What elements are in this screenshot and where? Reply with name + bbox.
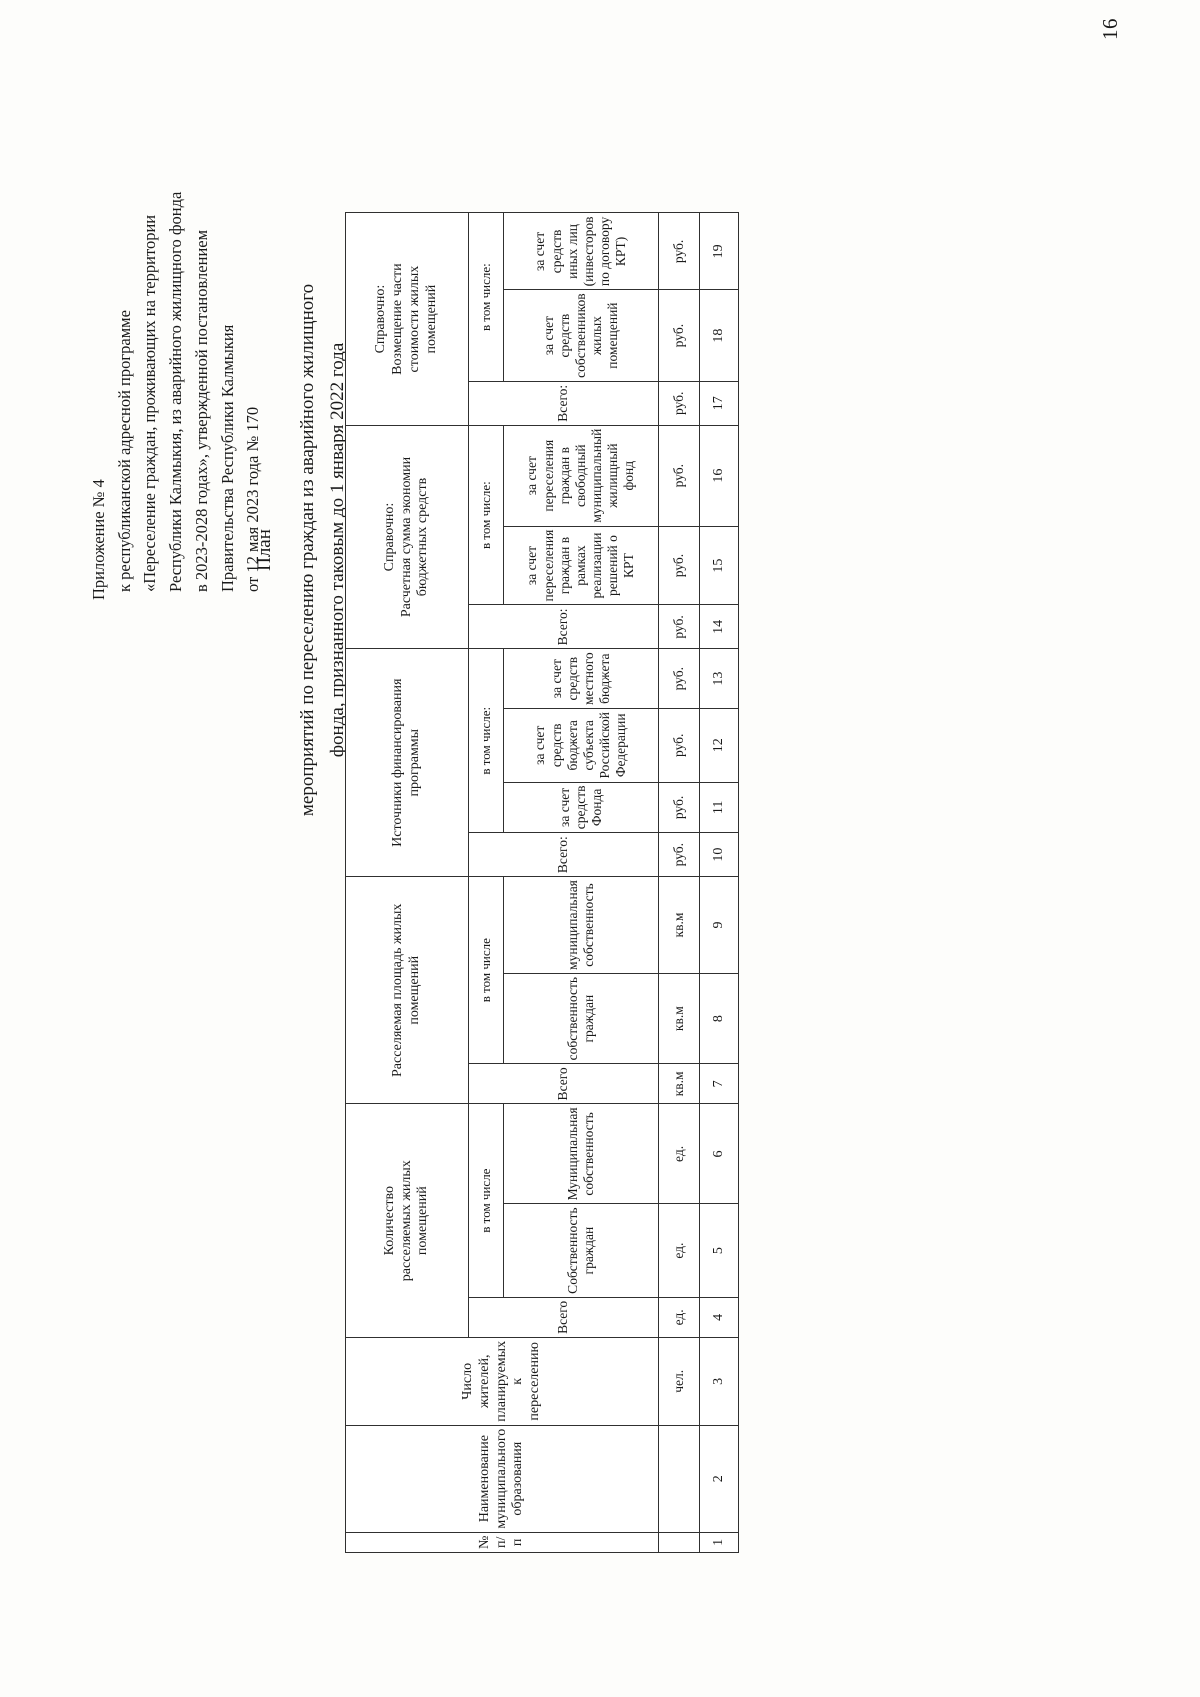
colnum-14: 14 — [699, 604, 739, 649]
col-header-count-total: Всего — [468, 1297, 659, 1338]
col-header-financing-fund: за счет средств Фонда — [503, 782, 659, 833]
subgroup-label-count-in-total: в том числе — [468, 1103, 504, 1298]
document-title-block: План мероприятий по переселению граждан … — [250, 100, 352, 1000]
col-header-savings-total: Всего: — [468, 604, 659, 649]
document-header-block: Приложение № 4 к республиканской адресно… — [86, 80, 266, 600]
col-header-financing-local: за счет средств местного бюджета — [503, 648, 659, 709]
unit-col-11: руб. — [658, 782, 700, 833]
header-line-3: «Переселение граждан, проживающих на тер… — [140, 214, 160, 592]
col-header-compensation-investors: за счет средств иных лиц(инвесторов по д… — [503, 212, 659, 290]
header-line-5: в 2023-2028 годах», утвержденной постано… — [191, 229, 211, 592]
unit-col-10: руб. — [658, 832, 700, 877]
page-subtitle-line1: мероприятий по переселению граждан из ав… — [297, 283, 319, 817]
col-header-count-municipal: Муниципальная собственность — [503, 1103, 659, 1204]
page-number: 16 — [1098, 18, 1122, 40]
unit-col-19: руб. — [658, 212, 700, 290]
unit-col-13: руб. — [658, 648, 700, 709]
colnum-6: 6 — [699, 1103, 739, 1204]
unit-col-17: руб. — [658, 381, 700, 426]
unit-col-15: руб. — [658, 526, 700, 605]
unit-col-3: чел. — [658, 1337, 700, 1426]
colnum-9: 9 — [699, 876, 739, 974]
subgroup-label-savings-in-total: в том числе: — [468, 425, 504, 605]
subgroup-label-area-in-total: в том числе — [468, 876, 504, 1064]
col-header-compensation-total: Всего: — [468, 381, 659, 426]
colnum-13: 13 — [699, 648, 739, 709]
colnum-17: 17 — [699, 381, 739, 426]
unit-col-9: кв.м — [658, 876, 700, 974]
colnum-11: 11 — [699, 782, 739, 833]
colnum-12: 12 — [699, 708, 739, 783]
colnum-16: 16 — [699, 425, 739, 527]
colnum-1: 1 — [699, 1532, 739, 1553]
unit-col-16: руб. — [658, 425, 700, 527]
unit-col-18: руб. — [658, 289, 700, 382]
colnum-2: 2 — [699, 1425, 739, 1533]
header-line-6: Правительства Республики Калмыкия — [217, 324, 237, 592]
colnum-4: 4 — [699, 1297, 739, 1338]
col-header-residents: Число жителей, планируемых к переселению — [345, 1337, 659, 1426]
header-line-1: Приложение № 4 — [89, 479, 108, 600]
colnum-18: 18 — [699, 289, 739, 382]
header-line-4: Республики Калмыкия, из аварийного жилищ… — [166, 191, 186, 592]
unit-col-14: руб. — [658, 604, 700, 649]
colnum-3: 3 — [699, 1337, 739, 1426]
colnum-15: 15 — [699, 526, 739, 605]
subgroup-label-compensation-in-total: в том числе: — [468, 212, 504, 382]
colnum-5: 5 — [699, 1203, 739, 1298]
table-column-number-row: 1 2 3 4 5 6 7 8 9 10 11 12 13 14 15 16 1… — [699, 212, 739, 1553]
group-header-financing: Источники финансирования программы — [345, 648, 469, 877]
col-header-area-municipal: муниципальная собственность — [503, 876, 659, 974]
unit-col-2 — [658, 1425, 700, 1533]
col-header-financing-total: Всего: — [468, 832, 659, 877]
colnum-19: 19 — [699, 212, 739, 290]
page-title: План — [254, 529, 275, 571]
unit-col-4: ед. — [658, 1297, 700, 1338]
col-header-area-citizens: собственность граждан — [503, 973, 659, 1064]
unit-col-8: кв.м — [658, 973, 700, 1064]
unit-col-1 — [658, 1532, 700, 1553]
unit-col-6: ед. — [658, 1103, 700, 1204]
header-line-2: к республиканской адресной программе — [114, 310, 134, 592]
table-units-row: чел. ед. ед. ед. кв.м кв.м кв.м руб. руб… — [658, 212, 700, 1553]
colnum-8: 8 — [699, 973, 739, 1064]
colnum-10: 10 — [699, 832, 739, 877]
col-header-count-citizens: Собственность граждан — [503, 1203, 659, 1298]
colnum-7: 7 — [699, 1063, 739, 1104]
unit-col-5: ед. — [658, 1203, 700, 1298]
subgroup-label-financing-in-total: в том числе: — [468, 648, 504, 833]
unit-col-12: руб. — [658, 708, 700, 783]
col-header-area-total: Всего — [468, 1063, 659, 1104]
unit-col-7: кв.м — [658, 1063, 700, 1104]
